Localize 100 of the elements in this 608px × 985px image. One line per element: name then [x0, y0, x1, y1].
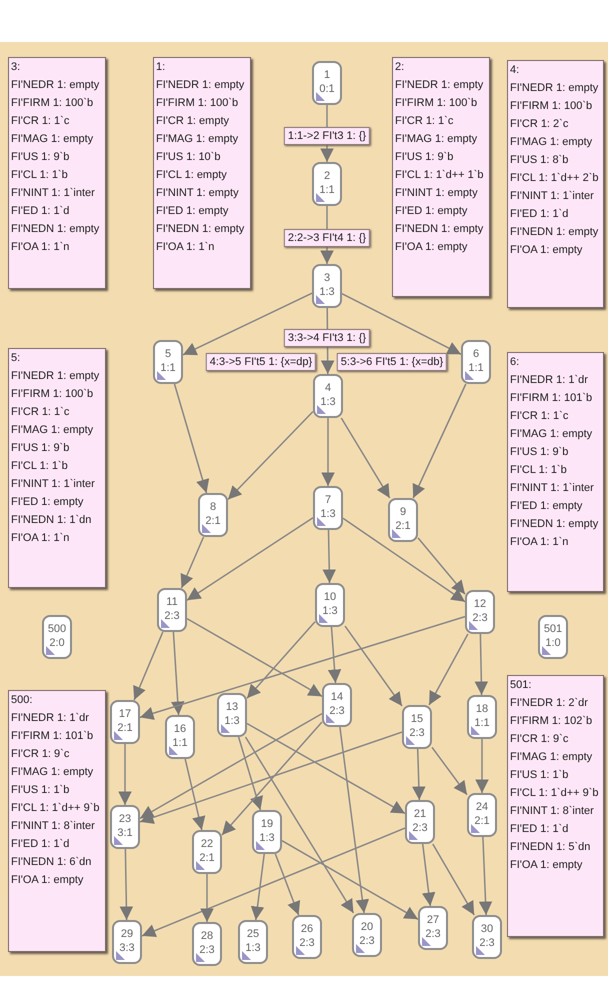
state-node [42, 615, 72, 659]
state-node [198, 493, 228, 537]
state-number: 11 [165, 595, 179, 609]
arrow [474, 634, 488, 696]
arrow [282, 840, 418, 920]
state-node [313, 374, 343, 418]
state-number: 28 [200, 929, 214, 943]
state-number: 1 [322, 68, 332, 82]
state-number: 6 [472, 347, 480, 361]
marking-box [8, 690, 106, 952]
arc-count: 2:1 [394, 519, 412, 533]
edge-label: 2:2->3 FI't4 1: {} [284, 229, 370, 247]
arrow [227, 410, 314, 500]
marking-line: FI'OA 1: 1`n [156, 241, 216, 253]
marking-line: FI'MAG 1: empty [11, 766, 94, 778]
marking-box [392, 57, 490, 297]
marking-line: FI'NEDN 1: 6`dn [11, 856, 92, 868]
marking-title: 4: [510, 64, 520, 76]
marking-line: FI'US 1: 9`b [510, 446, 570, 458]
state-number: 19 [260, 817, 274, 831]
state-node [418, 906, 448, 950]
marking-title: 3: [11, 61, 22, 73]
arrow [340, 418, 390, 498]
arrow [475, 739, 489, 793]
marking-line: FI'MAG 1: empty [11, 424, 94, 436]
state-node [467, 793, 497, 837]
arrow [432, 844, 475, 916]
state-number: 26 [300, 922, 314, 936]
state-number: 10 [322, 590, 338, 604]
edge-label: 1:1->2 FI't3 1: {} [284, 127, 370, 145]
arc-count: 2:3 [298, 936, 316, 950]
state-number: 5 [164, 347, 172, 361]
marking-line: FI'ED 1: empty [395, 205, 468, 217]
arrow [140, 731, 402, 824]
marking-line: FI'FIRM 1: 102`b [510, 715, 594, 727]
marking-line: FI'US 1: 1`b [11, 784, 70, 796]
state-number: 13 [224, 700, 240, 714]
arc-count: 2:1 [204, 514, 222, 528]
marking-line: FI'CR 1: 2`c [510, 118, 570, 130]
arrow [180, 536, 204, 588]
state-node [312, 162, 342, 206]
marking-line: FI'CR 1: empty [156, 115, 230, 127]
state-node [402, 705, 432, 749]
arrow [140, 712, 322, 820]
state-node [112, 920, 142, 964]
arrow [186, 618, 322, 698]
arrow [120, 848, 134, 920]
arrow [174, 384, 210, 494]
arrow [182, 292, 312, 356]
marking-line: FI'FIRM 1: 101`b [11, 730, 94, 742]
marking-line: FI'ED 1: empty [11, 496, 84, 508]
marking-line: FI'FIRM 1: 101`b [510, 392, 594, 404]
marking-line: FI'MAG 1: empty [510, 428, 594, 440]
state-node [405, 800, 435, 844]
state-number: 14 [330, 690, 344, 704]
state-number: 24 [474, 800, 490, 814]
state-number: 500 [46, 622, 68, 636]
arc-count: 2:3 [163, 609, 181, 623]
arrow [274, 854, 300, 916]
marking-line: FI'NEDR 1: empty [156, 79, 246, 91]
arc-count: 1:3 [223, 714, 241, 728]
state-number: 3 [322, 271, 332, 285]
marking-line: FI'NEDR 1: empty [510, 82, 600, 94]
marking-line: FI'CR 1: 1`c [11, 115, 70, 127]
state-node [467, 695, 497, 739]
state-node [165, 715, 195, 759]
marking-box [153, 57, 251, 289]
state-number: 15 [410, 712, 424, 726]
marking-box [507, 60, 604, 308]
state-node [315, 583, 345, 627]
arrow [339, 726, 370, 914]
marking-line: FI'NEDR 1: empty [395, 79, 484, 91]
arc-count: 2:3 [358, 934, 376, 948]
state-number: 12 [472, 597, 488, 611]
state-number: 29 [120, 927, 134, 941]
state-node [153, 340, 183, 384]
marking-line: FI'NEDN 1: 1`dn [11, 514, 92, 526]
state-node [192, 922, 222, 966]
arrow [250, 854, 265, 920]
state-number: 2 [322, 169, 332, 183]
marking-line: FI'US 1: 1`b [510, 769, 570, 781]
state-node [292, 915, 322, 959]
marking-line: FI'NINT 1: empty [395, 187, 479, 199]
marking-line: FI'OA 1: empty [11, 874, 84, 886]
state-number: 30 [480, 922, 494, 936]
marking-title: 501: [510, 679, 532, 691]
arc-count: 1:1 [171, 736, 189, 750]
marking-line: FI'NEDN 1: empty [156, 223, 246, 235]
state-node [110, 700, 140, 744]
arrow [238, 736, 263, 810]
arrow [422, 844, 436, 906]
arrow [412, 384, 466, 498]
state-node [322, 683, 352, 727]
marking-line: FI'NEDN 1: empty [395, 223, 484, 235]
marking-line: FI'CL 1: empty [156, 169, 228, 181]
arrow [184, 758, 206, 830]
arc-count: 1:1 [318, 183, 336, 197]
arc-count: 1:0 [544, 636, 562, 650]
arc-count: 1:3 [258, 831, 276, 845]
marking-box [507, 675, 604, 937]
